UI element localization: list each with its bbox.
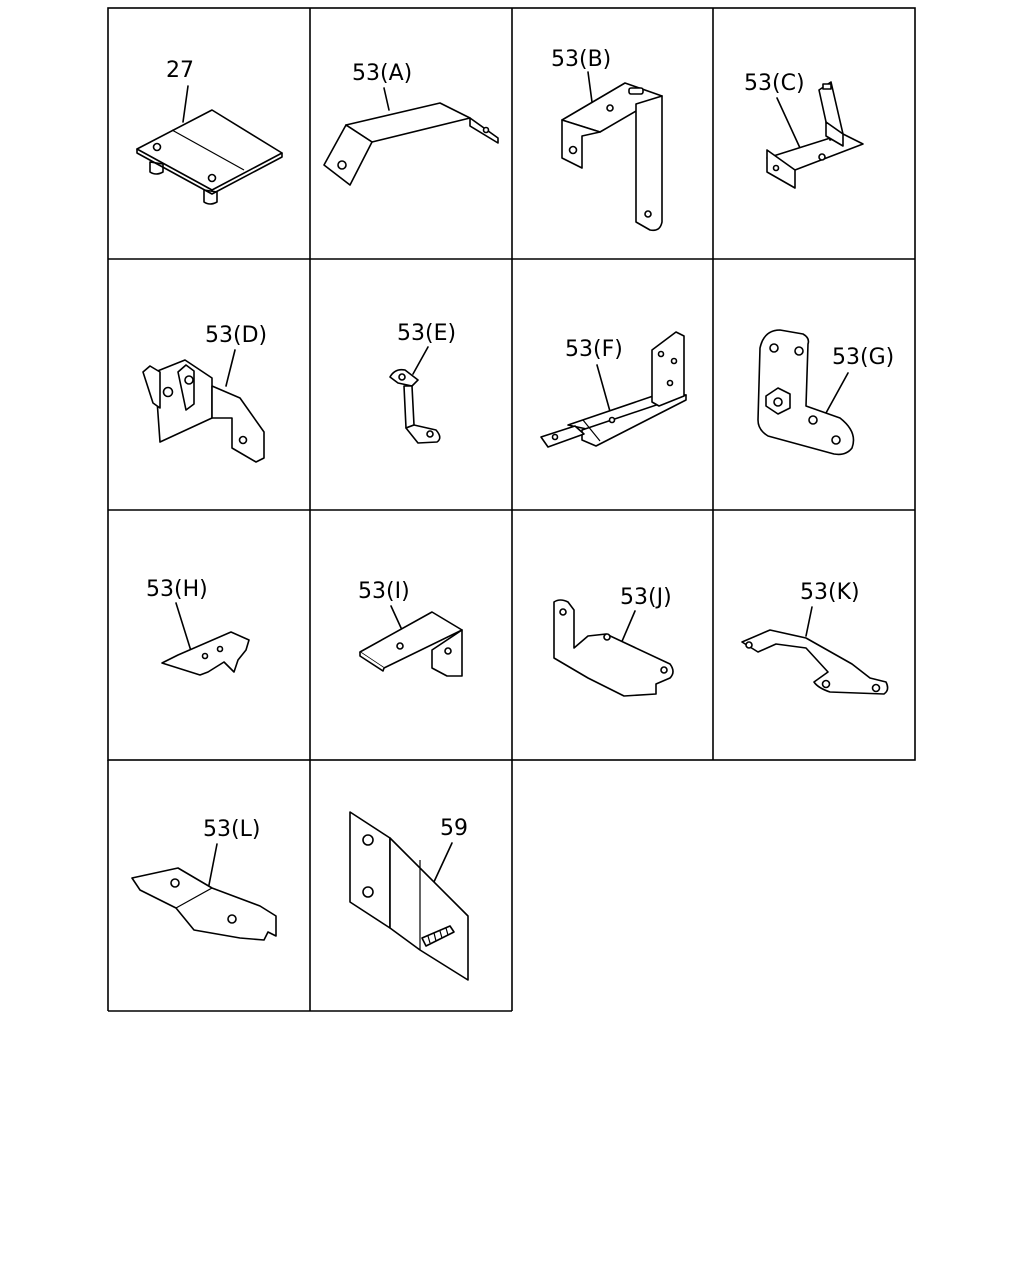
part-label-53d: 53(D) bbox=[205, 323, 267, 348]
bracket-53f-drawing bbox=[540, 331, 687, 448]
part-label-53a: 53(A) bbox=[352, 61, 412, 86]
bracket-53c-drawing bbox=[766, 81, 864, 189]
part-label-53f: 53(F) bbox=[565, 337, 623, 362]
bracket-53b-drawing bbox=[561, 82, 663, 232]
part-label-53b: 53(B) bbox=[551, 47, 611, 72]
cell-part-53h[interactable]: 53(H) bbox=[146, 577, 250, 676]
part-label-53c: 53(C) bbox=[744, 71, 805, 96]
cell-part-53d[interactable]: 53(D) bbox=[142, 323, 267, 463]
bracket-53j-drawing bbox=[553, 599, 674, 697]
cell-part-59[interactable]: 59 bbox=[349, 811, 469, 981]
part-label-53j: 53(J) bbox=[620, 585, 672, 610]
bracket-53i-drawing bbox=[359, 611, 463, 677]
bracket-53g-drawing bbox=[757, 329, 855, 456]
cell-part-53a[interactable]: 53(A) bbox=[323, 61, 499, 186]
bracket-53l-drawing bbox=[131, 867, 277, 941]
cell-part-53l[interactable]: 53(L) bbox=[131, 817, 277, 941]
grid-frame bbox=[107, 7, 916, 1012]
part-label-53g: 53(G) bbox=[832, 345, 894, 370]
bracket-53h-drawing bbox=[161, 631, 250, 676]
bracket-53e-drawing bbox=[389, 368, 441, 444]
bracket-53d-drawing bbox=[142, 359, 265, 463]
cell-part-53k[interactable]: 53(K) bbox=[741, 580, 889, 695]
part-label-59: 59 bbox=[440, 816, 468, 841]
bracket-53a-drawing bbox=[323, 102, 499, 186]
cell-part-53e[interactable]: 53(E) bbox=[389, 321, 456, 444]
part-label-53i: 53(I) bbox=[358, 579, 410, 604]
cell-part-53i[interactable]: 53(I) bbox=[358, 579, 463, 677]
cell-part-53g[interactable]: 53(G) bbox=[757, 329, 894, 456]
cell-part-53c[interactable]: 53(C) bbox=[744, 71, 864, 189]
bracket-59-drawing bbox=[349, 811, 469, 981]
part-label-53k: 53(K) bbox=[800, 580, 860, 605]
cell-part-53f[interactable]: 53(F) bbox=[540, 331, 687, 448]
part-label-53e: 53(E) bbox=[397, 321, 456, 346]
cell-part-27[interactable]: 27 bbox=[136, 58, 283, 205]
part-label-53l: 53(L) bbox=[203, 817, 260, 842]
bracket-27-drawing bbox=[136, 109, 283, 205]
part-label-53h: 53(H) bbox=[146, 577, 208, 602]
bracket-53k-drawing bbox=[741, 629, 889, 695]
part-label-27: 27 bbox=[166, 58, 194, 83]
cell-part-53j[interactable]: 53(J) bbox=[553, 585, 674, 697]
cell-part-53b[interactable]: 53(B) bbox=[551, 47, 663, 232]
